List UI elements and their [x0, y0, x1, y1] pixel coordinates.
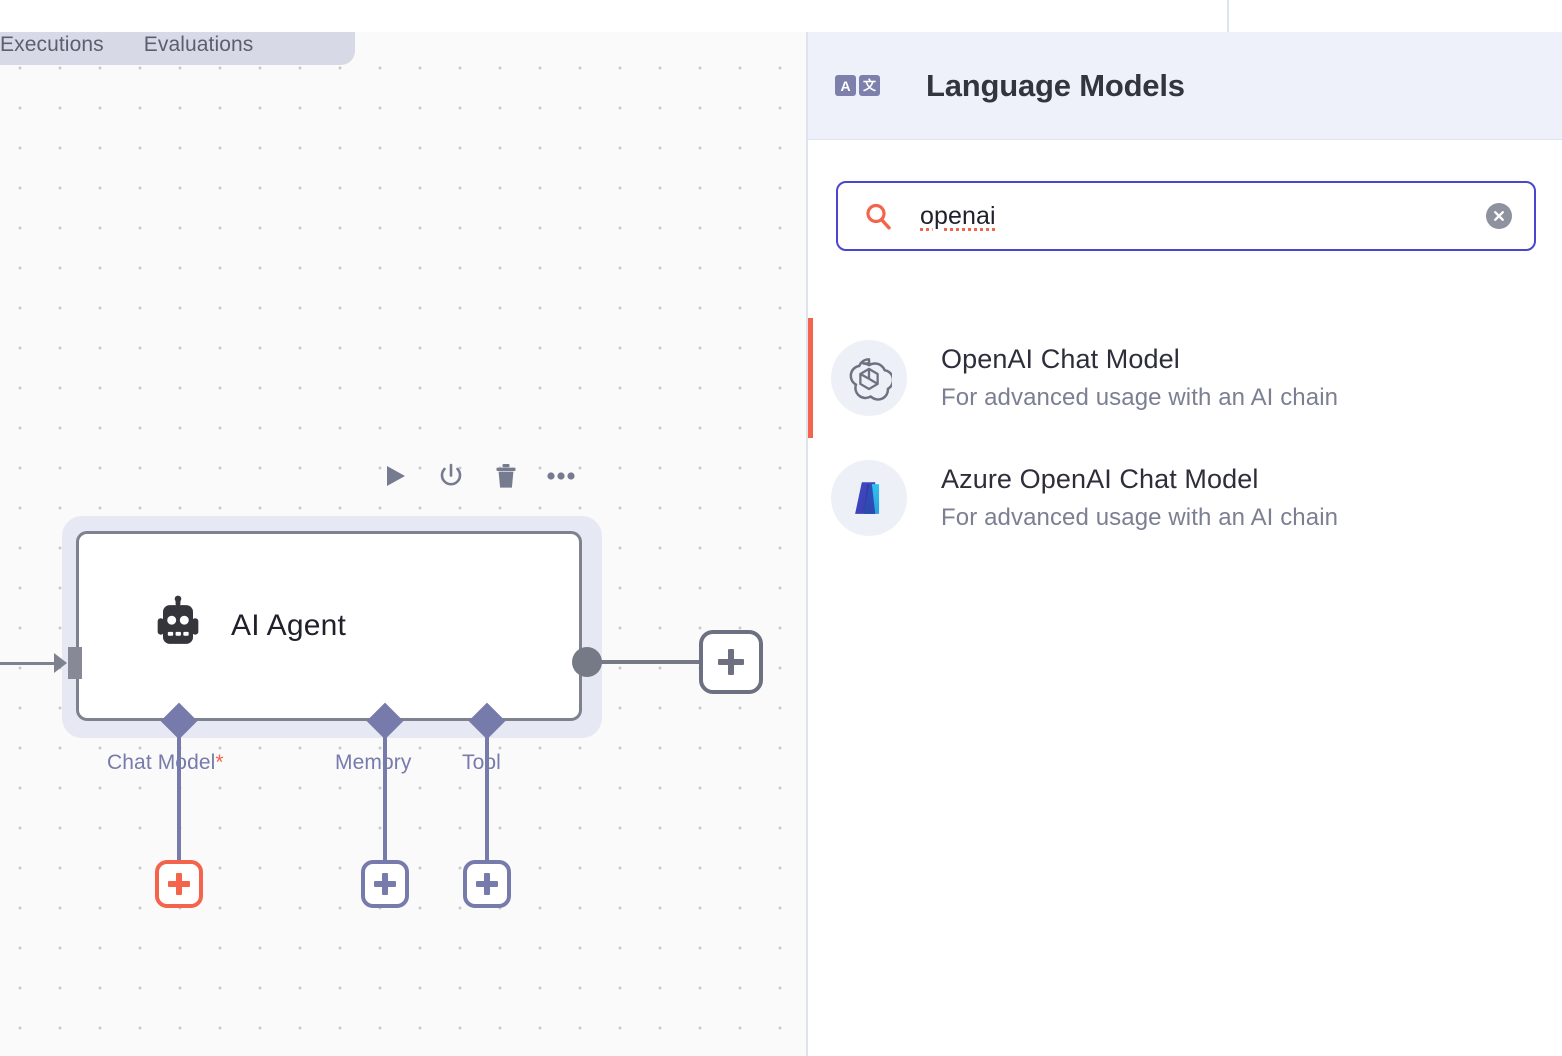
- node-options-button[interactable]: [547, 462, 575, 490]
- node-input-connection: [0, 662, 62, 665]
- ellipsis-icon: [547, 472, 575, 480]
- delete-node-button[interactable]: [492, 462, 520, 490]
- nodes-side-panel: A 文 Language Models openai: [806, 32, 1562, 1056]
- result-item-azure-openai-chat-model[interactable]: Azure OpenAI Chat Model For advanced usa…: [808, 438, 1562, 558]
- result-icon-wrap: [831, 340, 907, 416]
- panel-title: Language Models: [926, 67, 1185, 103]
- result-text: Azure OpenAI Chat Model For advanced usa…: [941, 463, 1338, 533]
- node-title: AI Agent: [231, 609, 347, 642]
- translate-icon-cjk: 文: [859, 75, 880, 96]
- openai-logo-icon: [849, 358, 892, 401]
- search-results-list: OpenAI Chat Model For advanced usage wit…: [808, 318, 1562, 558]
- result-title: OpenAI Chat Model: [941, 343, 1180, 374]
- memory-label: Memory: [335, 751, 412, 774]
- result-item-openai-chat-model[interactable]: OpenAI Chat Model For advanced usage wit…: [808, 318, 1562, 438]
- tab-evaluations[interactable]: Evaluations: [143, 33, 254, 56]
- node-output-connection: [600, 660, 704, 664]
- chat-model-connection-line: [177, 732, 181, 860]
- node-input-handle[interactable]: [68, 647, 82, 679]
- ai-agent-node[interactable]: AI Agent Chat Model* Memor: [0, 516, 763, 908]
- node-input-arrow-icon: [54, 653, 67, 673]
- panel-header: A 文 Language Models: [808, 32, 1562, 140]
- plus-icon: [476, 873, 498, 895]
- result-text: OpenAI Chat Model For advanced usage wit…: [941, 343, 1338, 413]
- search-value: openai: [920, 201, 996, 230]
- add-next-node-button[interactable]: [699, 630, 763, 694]
- top-bar-divider: [1227, 0, 1229, 32]
- trash-icon: [496, 464, 516, 488]
- power-icon: [440, 463, 462, 486]
- plus-icon: [718, 649, 744, 675]
- search-icon: [866, 203, 891, 230]
- execute-node-button[interactable]: [382, 462, 410, 490]
- result-subtitle: For advanced usage with an AI chain: [941, 384, 1339, 412]
- search-value-wrap: openai: [920, 202, 1486, 231]
- translate-icon-latin: A: [835, 75, 856, 96]
- close-icon: [1494, 211, 1504, 221]
- required-asterisk: *: [215, 751, 224, 774]
- add-tool-button[interactable]: [463, 860, 511, 908]
- tool-label: Tool: [462, 751, 501, 774]
- canvas-tab-bar: Executions Evaluations: [0, 32, 355, 65]
- chat-model-label: Chat Model*: [107, 751, 224, 774]
- result-icon-wrap: [831, 460, 907, 536]
- node-output-handle[interactable]: [572, 647, 602, 677]
- tool-connection-line: [485, 732, 489, 860]
- search-input[interactable]: openai: [836, 181, 1536, 251]
- plus-icon: [374, 873, 396, 895]
- result-subtitle: For advanced usage with an AI chain: [941, 504, 1339, 532]
- selected-accent-bar: [808, 318, 813, 438]
- translate-icon: A 文: [835, 75, 880, 96]
- result-title: Azure OpenAI Chat Model: [941, 463, 1259, 494]
- clear-search-button[interactable]: [1486, 203, 1512, 229]
- deactivate-node-button[interactable]: [437, 462, 465, 490]
- top-bar: [0, 0, 1562, 32]
- search-container: openai: [836, 181, 1536, 251]
- workflow-canvas[interactable]: Executions Evaluations: [0, 32, 806, 1056]
- robot-icon: [157, 595, 199, 644]
- memory-connection-line: [383, 732, 387, 860]
- node-toolbar: [382, 462, 575, 490]
- node-body[interactable]: AI Agent: [76, 531, 582, 721]
- add-chat-model-button[interactable]: [155, 860, 203, 908]
- azure-logo-icon: [855, 482, 880, 514]
- add-memory-button[interactable]: [361, 860, 409, 908]
- tab-executions[interactable]: Executions: [0, 33, 104, 56]
- plus-icon: [168, 873, 190, 895]
- play-icon: [387, 466, 405, 486]
